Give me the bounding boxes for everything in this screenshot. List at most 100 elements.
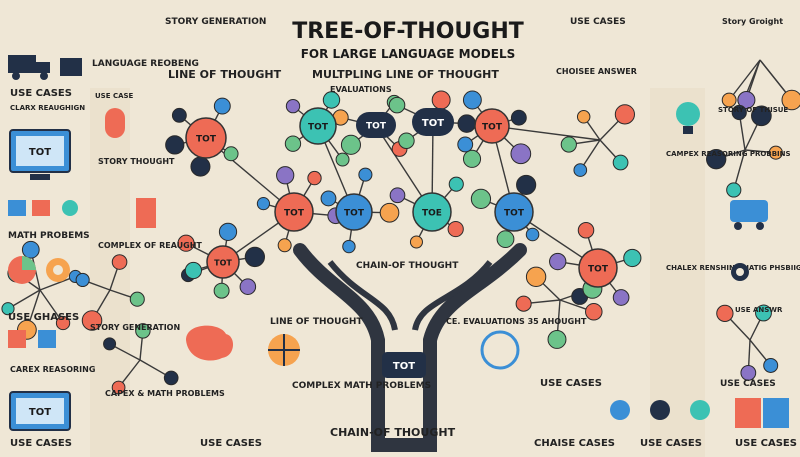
node-tot-lower-b-label: TOT <box>344 209 365 219</box>
small-node <box>244 246 266 268</box>
small-node <box>731 104 747 121</box>
small-node <box>706 148 727 170</box>
node-tot-d <box>474 108 510 144</box>
small-node <box>740 364 757 381</box>
node-tot-a-label: TOT <box>308 123 329 133</box>
small-node <box>307 170 322 186</box>
label-use-cases-r: USE CASES <box>720 379 776 389</box>
label-capex-math: CAPEX & MATH PROBLEMS <box>105 389 225 398</box>
small-node <box>496 230 515 249</box>
chart-icon <box>8 200 26 216</box>
node-tot-c-label: TOT <box>422 118 444 129</box>
small-node <box>218 222 238 241</box>
small-node <box>21 240 40 259</box>
small-node <box>431 90 451 110</box>
small-node <box>103 337 117 351</box>
small-node <box>81 310 103 331</box>
main-nodes: TOT TOT TOT TOT TOT TOT TOT TOE TOT TOT … <box>185 107 618 288</box>
label-line-of-thought-bot: LINE OF THOUGHT <box>270 317 363 327</box>
label-complex-math: COMPLEX MATH PROBLEMS <box>292 381 431 391</box>
label-chisee: CHOISEE ANSWER <box>556 67 637 76</box>
small-node <box>737 90 756 110</box>
small-node <box>340 134 361 155</box>
small-node <box>763 357 779 373</box>
label-chaise-cases: CHAISE CASES <box>534 438 615 449</box>
label-complex-of-reaught: COMPLEX OF REAUGHT <box>98 241 202 250</box>
small-node <box>284 135 302 152</box>
small-node <box>547 329 567 349</box>
monitor-tot-label: TOT <box>29 147 51 158</box>
small-node <box>525 266 547 288</box>
label-story-gruoht: Story Groight <box>722 17 783 26</box>
small-node <box>577 221 595 239</box>
small-node <box>721 92 737 108</box>
small-node <box>751 105 772 127</box>
gear-icon-4 <box>610 400 630 420</box>
node-tot-lower-d <box>494 192 534 232</box>
small-node <box>285 98 301 114</box>
label-use-answ: USE ANSWR <box>735 306 783 314</box>
node-toe <box>412 192 452 232</box>
small-node <box>470 188 492 210</box>
small-node <box>165 135 185 155</box>
label-use-cases-b5: USE CASES <box>735 438 797 449</box>
label-evaluations-top: EVALUATIONS <box>330 85 392 94</box>
small-node <box>516 174 537 196</box>
bars-icon <box>136 198 156 228</box>
label-line-of-thought-top: LINE OF THOUGHT <box>168 68 282 81</box>
label-chain-mid: CHAIN-OF THOUGHT <box>356 261 459 271</box>
small-node <box>768 145 783 160</box>
node-tot-b-label: TOT <box>366 122 387 132</box>
small-node <box>135 323 151 339</box>
node-tot-lowleft <box>206 245 240 279</box>
small-node <box>389 187 406 204</box>
node-toe-label: TOE <box>422 209 442 219</box>
label-campex: CAMPEX REASORING PROBBINS <box>666 150 791 158</box>
brain-icon <box>186 325 234 361</box>
node-tot-d-label: TOT <box>482 123 503 133</box>
label-story-thought: STORY THOUGHT <box>98 157 175 166</box>
small-node <box>515 295 532 312</box>
label-use-cases-tl: USE CASES <box>10 88 72 99</box>
label-story-generation-top: STORY GENERATION <box>165 17 266 27</box>
small-node <box>320 190 337 207</box>
node-tot-left-label: TOT <box>196 135 217 145</box>
node-tot-right-label: TOT <box>588 265 609 275</box>
small-node <box>213 282 230 299</box>
monitor-tot-label-2: TOT <box>29 407 51 418</box>
truck-icon-2 <box>60 58 82 76</box>
small-node <box>190 156 211 177</box>
central-trunk: TOT <box>293 243 527 452</box>
small-node <box>576 110 591 124</box>
small-node <box>510 109 527 126</box>
tree-edge <box>728 59 761 101</box>
label-use-cases-b2: USE CASES <box>200 438 262 449</box>
side-panel-left <box>90 88 130 457</box>
small-node <box>111 254 128 270</box>
node-tot-a <box>299 107 337 145</box>
small-node <box>276 166 295 185</box>
small-node <box>560 136 577 153</box>
label-story-of-thisue: STORY OF THISUE <box>718 106 788 114</box>
small-node <box>716 304 734 323</box>
small-node <box>75 272 90 288</box>
small-node <box>223 146 239 162</box>
small-node <box>177 234 195 252</box>
node-tot-lower-d-label: TOT <box>504 209 525 219</box>
small-node <box>129 291 145 307</box>
small-node <box>457 136 474 153</box>
truck-icon <box>8 55 36 73</box>
small-node <box>781 89 800 111</box>
label-use-ghases: USE GHASES <box>8 312 79 323</box>
small-node <box>462 90 482 110</box>
label-carex: CAREX REASORING <box>10 365 95 374</box>
small-node <box>510 143 532 165</box>
node-tot-b <box>356 112 396 138</box>
truck-icon-3 <box>730 200 768 222</box>
small-node <box>409 235 423 249</box>
label-use-cases-tr: USE CASES <box>570 17 626 27</box>
small-node <box>1 302 15 316</box>
small-node <box>462 149 482 168</box>
